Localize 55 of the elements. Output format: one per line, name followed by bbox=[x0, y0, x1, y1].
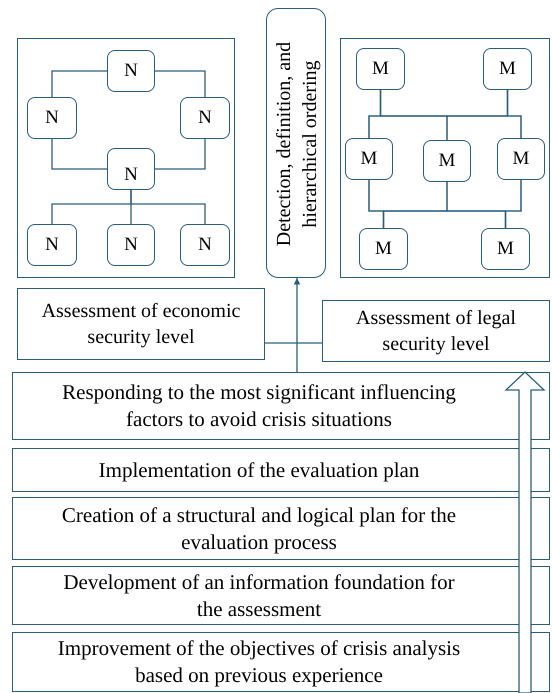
node-label: M bbox=[499, 56, 516, 81]
node-box bbox=[359, 228, 408, 270]
node-box bbox=[107, 224, 155, 266]
connector-line bbox=[506, 90, 522, 138]
node-label: M bbox=[360, 146, 378, 171]
node-label: M bbox=[497, 236, 514, 261]
node-label: N bbox=[198, 232, 212, 257]
step-box bbox=[12, 497, 550, 560]
node-box bbox=[423, 140, 471, 182]
connector-line bbox=[155, 70, 206, 97]
process-box bbox=[17, 288, 265, 360]
connector-line bbox=[265, 342, 322, 344]
process-box bbox=[322, 300, 550, 362]
connector-line bbox=[51, 139, 107, 170]
rounded-box bbox=[266, 8, 326, 278]
node-box bbox=[27, 224, 77, 266]
panel-frame bbox=[17, 38, 235, 278]
node-box bbox=[356, 48, 405, 90]
node-box bbox=[107, 148, 155, 190]
node-label: N bbox=[124, 58, 138, 83]
connector-line bbox=[155, 139, 206, 170]
step-box bbox=[12, 632, 550, 692]
node-box bbox=[180, 224, 230, 266]
panel-frame bbox=[340, 38, 550, 278]
node-label: Assessment of economic security level bbox=[40, 299, 242, 350]
node-label: Assessment of legal security level bbox=[355, 306, 517, 357]
arrow bbox=[294, 278, 300, 372]
node-label: Detection, definition, and hierarchical ordering bbox=[272, 40, 322, 248]
node-label: Creation of a structural and logical plan for the evaluation process bbox=[60, 502, 458, 556]
node-label: N bbox=[45, 232, 59, 257]
node-label: M bbox=[512, 146, 530, 171]
node-label: M bbox=[372, 56, 389, 81]
node-label: N bbox=[45, 106, 59, 130]
step-box bbox=[12, 566, 550, 625]
step-box bbox=[12, 448, 550, 492]
node-label: M bbox=[375, 236, 392, 261]
node-label: Implementation of the evaluation plan bbox=[98, 456, 420, 484]
node-label: Improvement of the objectives of crisis analysis based on previous experience bbox=[56, 635, 462, 689]
node-label: Responding to the most significant influencing factors to avoid crisis situations bbox=[61, 379, 457, 433]
node-box bbox=[481, 228, 530, 270]
node-label: M bbox=[438, 148, 456, 173]
node-label: Development of an information foundation for the assessment bbox=[62, 568, 456, 622]
node-label: N bbox=[124, 162, 138, 187]
node-box bbox=[483, 48, 532, 90]
node-label: N bbox=[124, 232, 138, 257]
connector-line bbox=[504, 180, 522, 228]
node-box bbox=[107, 50, 155, 92]
connector-line bbox=[51, 70, 107, 97]
node-box bbox=[180, 97, 230, 139]
connector-line bbox=[130, 190, 206, 224]
node-label: N bbox=[198, 106, 212, 130]
node-box bbox=[345, 138, 393, 180]
node-box bbox=[497, 138, 545, 180]
node-box bbox=[27, 97, 77, 139]
step-box bbox=[12, 372, 550, 440]
